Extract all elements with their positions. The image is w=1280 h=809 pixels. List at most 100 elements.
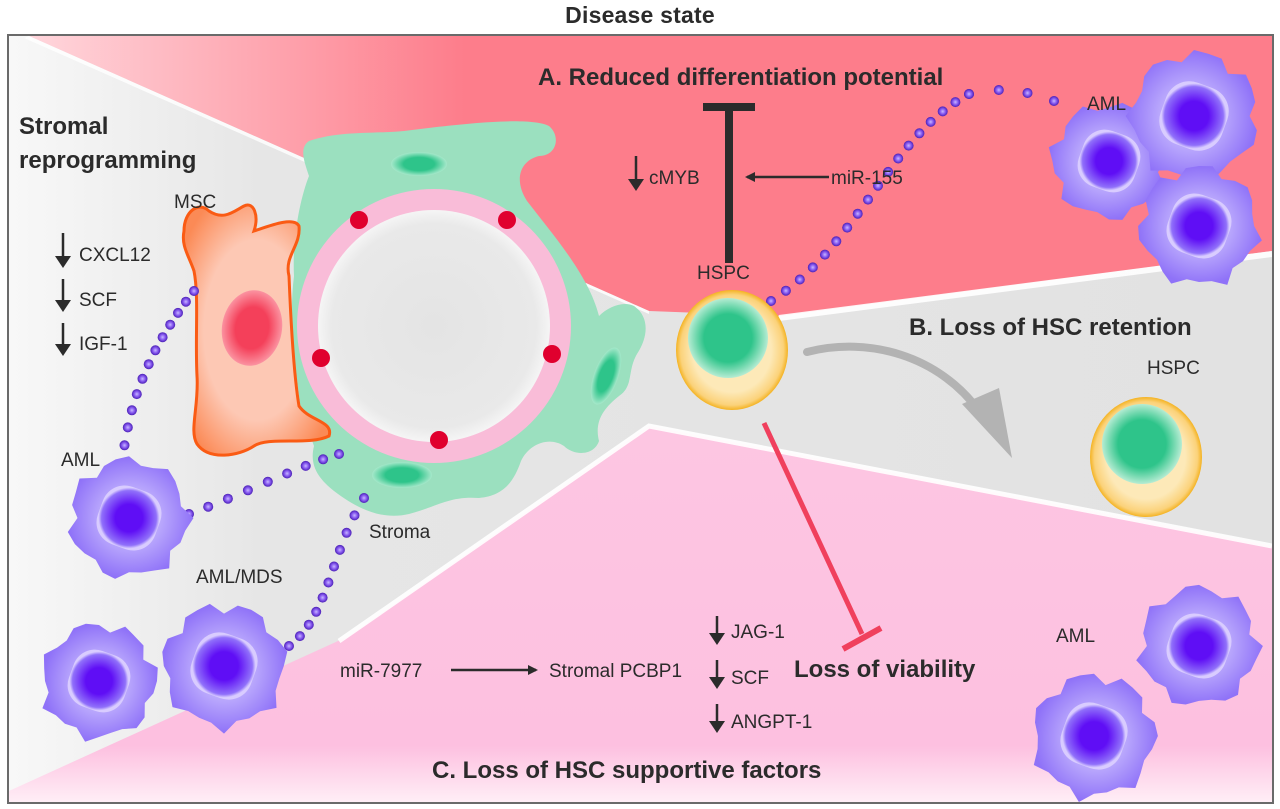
aml-cell bbox=[162, 603, 288, 734]
chain-hspc-to-aml-top bbox=[766, 89, 974, 306]
chain-dot bbox=[189, 286, 199, 296]
chain-dot bbox=[222, 493, 233, 504]
chain-dot bbox=[863, 194, 873, 205]
aml-cell-nucleus bbox=[67, 649, 131, 713]
chain-dot bbox=[262, 476, 273, 487]
chain-dot bbox=[873, 180, 883, 191]
aml-left-label: AML bbox=[61, 450, 100, 471]
down-arrow-icon-head bbox=[55, 300, 71, 312]
msc-label: MSC bbox=[174, 192, 216, 213]
aml-cell bbox=[1125, 50, 1257, 184]
chain-dot bbox=[300, 460, 311, 471]
chain-dot bbox=[925, 116, 936, 127]
chain-dot bbox=[794, 274, 805, 285]
factor-name: SCF bbox=[79, 290, 117, 311]
hspc-b-label: HSPC bbox=[1147, 358, 1200, 379]
chain-dot bbox=[341, 527, 352, 538]
vessel-endothelial-dot bbox=[350, 211, 368, 229]
msc-cell bbox=[181, 203, 332, 457]
aml-top-right-label: AML bbox=[1087, 94, 1126, 115]
chain-dot bbox=[349, 510, 360, 521]
factor-angpt1: ANGPT-1 bbox=[709, 704, 812, 733]
section-b-heading: B. Loss of HSC retention bbox=[909, 314, 1192, 341]
figure-title: Disease state bbox=[565, 2, 715, 28]
inhibition-line bbox=[761, 421, 865, 636]
stromal-factor-igf1: IGF-1 bbox=[55, 323, 128, 356]
section-c-heading: C. Loss of HSC supportive factors bbox=[432, 757, 821, 784]
chain-dot bbox=[852, 208, 863, 219]
chain-dot bbox=[131, 389, 142, 400]
aml-cell-nucleus bbox=[1159, 81, 1229, 151]
diagram-canvas: Stromal reprogramming A. Reduced differe… bbox=[9, 36, 1272, 802]
stromal-factor-scf: SCF bbox=[55, 279, 117, 312]
vessel-endothelial-dot bbox=[498, 211, 516, 229]
viability-inhibition bbox=[761, 421, 883, 652]
factor-name: SCF bbox=[731, 668, 769, 689]
down-arrow-icon-head bbox=[709, 633, 725, 645]
section-a-heading: A. Reduced differentiation potential bbox=[538, 64, 943, 91]
hspc-b-cell bbox=[1090, 397, 1202, 517]
chain-dot bbox=[334, 449, 344, 459]
chain-dot bbox=[329, 561, 339, 572]
inhibition-stem bbox=[725, 103, 733, 263]
hspc-main-cell bbox=[676, 290, 788, 410]
chain-dot bbox=[282, 468, 293, 479]
chain-dot bbox=[150, 345, 161, 356]
chain-dot bbox=[122, 422, 133, 433]
chain-dot bbox=[311, 606, 322, 617]
stromal-pcbp1-label: Stromal PCBP1 bbox=[549, 661, 682, 682]
chain-amlmds-to-stroma bbox=[284, 493, 369, 651]
chain-dot bbox=[317, 592, 328, 603]
vessel-lumen bbox=[318, 210, 550, 442]
vessel-endothelial-dot bbox=[430, 431, 448, 449]
vessel-endothelial-dot bbox=[312, 349, 330, 367]
region-c-supportive-factors bbox=[9, 426, 1272, 802]
chain-dot bbox=[883, 166, 894, 177]
aml-cells bbox=[42, 50, 1263, 802]
region-c-edge-highlight bbox=[337, 423, 1272, 644]
stromal-heading-line2: reprogramming bbox=[19, 147, 196, 174]
chain-dot bbox=[914, 128, 925, 139]
chain-dot bbox=[903, 140, 914, 151]
chain-dot bbox=[119, 440, 130, 451]
chain-dot bbox=[294, 631, 305, 642]
hspc-nucleus bbox=[1102, 404, 1182, 484]
blood-vessel bbox=[297, 189, 571, 463]
chain-dot bbox=[157, 332, 168, 343]
aml-cell-nucleus bbox=[96, 485, 162, 551]
chain-dot bbox=[831, 236, 842, 247]
chain-dot bbox=[126, 405, 137, 416]
down-arrow-icon-head bbox=[709, 677, 725, 689]
mir7977-label: miR-7977 bbox=[340, 661, 422, 682]
factor-name: IGF-1 bbox=[79, 334, 128, 355]
chain-dot bbox=[937, 106, 948, 117]
chain-dot bbox=[323, 577, 334, 588]
aml-cell-nucleus bbox=[1166, 613, 1232, 679]
aml-cell-nucleus bbox=[1077, 129, 1141, 193]
chain-dot bbox=[1049, 96, 1059, 106]
aml-cell bbox=[67, 456, 194, 579]
chain-dot bbox=[318, 454, 329, 465]
loss-of-viability-label: Loss of viability bbox=[794, 656, 976, 683]
factor-name: ANGPT-1 bbox=[731, 712, 812, 733]
aml-cell bbox=[1138, 166, 1262, 285]
stromal-factor-cxcl12: CXCL12 bbox=[55, 233, 151, 268]
chain-dot bbox=[242, 485, 253, 496]
factor-scf: SCF bbox=[709, 660, 769, 689]
chain-dot bbox=[819, 249, 830, 260]
down-arrow-icon-head bbox=[55, 256, 71, 268]
chain-dot bbox=[780, 285, 791, 296]
chain-dot bbox=[284, 641, 294, 651]
factor-name: JAG-1 bbox=[731, 622, 785, 643]
chain-dot bbox=[1022, 88, 1033, 98]
chain-dot bbox=[334, 544, 345, 555]
chain-aml-to-stroma bbox=[184, 449, 344, 519]
hspc-main-label: HSPC bbox=[697, 263, 750, 284]
chain-dot bbox=[173, 307, 183, 318]
hspc-nucleus bbox=[688, 298, 768, 378]
chain-dot bbox=[359, 493, 369, 503]
pathway-c: miR-7977 Stromal PCBP1 JAG-1 SCF ANGPT-1 bbox=[340, 616, 812, 733]
factor-jag1: JAG-1 bbox=[709, 616, 785, 645]
arrow-head-icon bbox=[962, 388, 1012, 458]
pathway-a: cMYB miR-155 bbox=[628, 103, 903, 263]
